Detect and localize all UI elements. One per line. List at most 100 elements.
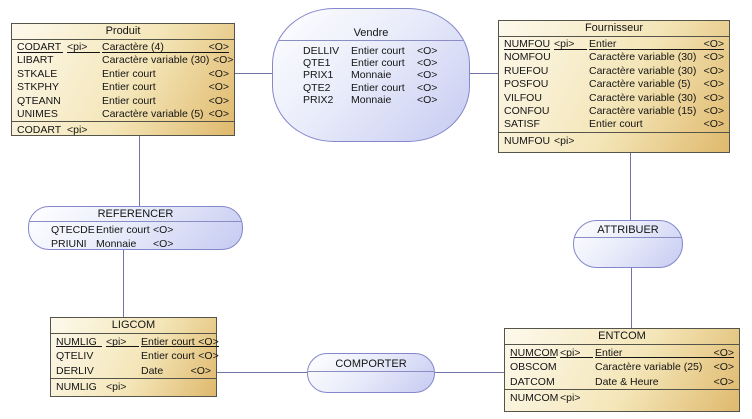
entity-entcom-identifier: NUMCOM <pi> xyxy=(505,389,739,411)
attribute-name: RUEFOU xyxy=(504,64,549,77)
attribute-type: Entier court xyxy=(351,57,405,70)
attribute-o: <O> xyxy=(703,104,724,117)
association-vendre-title: Vendre xyxy=(273,9,469,41)
attribute-o: <O> xyxy=(417,81,438,94)
attribute-o: <O> xyxy=(153,238,174,250)
attribute-o: <O> xyxy=(703,78,724,91)
attribute-type: Entier court xyxy=(141,336,195,348)
attribute-name: PRIX2 xyxy=(303,93,334,106)
association-attribuer-attributes xyxy=(574,238,682,240)
attribute-type: Caractère variable (5) xyxy=(102,107,204,120)
attribute-name: STKPHY xyxy=(17,81,60,94)
attribute-row: QTE1 Entier court <O> xyxy=(273,57,469,69)
attribute-o: <O> xyxy=(417,57,438,70)
attribute-o: <O> xyxy=(208,107,229,120)
attribute-name: DATCOM xyxy=(510,375,555,388)
identifier-name: NUMFOU xyxy=(504,134,551,147)
identifier-pi: <pi> xyxy=(67,124,88,137)
attribute-row: NUMLIG<pi>Entier court<O> xyxy=(51,335,219,349)
attribute-type: Caractère variable (25) xyxy=(595,361,703,374)
association-referencer-title: REFERENCER xyxy=(29,207,242,222)
attribute-type: Caractère variable (30) xyxy=(589,64,697,77)
attribute-row: OBSCOM Caractère variable (25) <O> xyxy=(505,360,739,374)
entity-ligcom-attributes: NUMLIG<pi>Entier court<O>QTELIV Entier co… xyxy=(51,334,219,378)
identifier-name: NUMLIG xyxy=(56,381,97,394)
attribute-pi: <pi> xyxy=(554,38,587,50)
attribute-name: QTELIV xyxy=(56,350,94,363)
attribute-name: DELLIV xyxy=(303,45,340,57)
identifier-pi: <pi> xyxy=(554,134,575,147)
association-comporter[interactable]: COMPORTER xyxy=(307,353,435,393)
entity-fournisseur-title: Fournisseur xyxy=(499,21,729,37)
attribute-o: <O> xyxy=(194,335,219,348)
attribute-o: <O> xyxy=(417,45,438,57)
attribute-type: Date xyxy=(141,364,164,377)
attribute-type: Entier xyxy=(595,346,710,359)
entity-entcom-title: ENTCOM xyxy=(505,329,739,345)
association-vendre[interactable]: Vendre DELLIV Entier court <O> QTE1 Entier c… xyxy=(272,8,470,142)
entity-produit[interactable]: Produit CODART<pi>Caractère (4)<O>LIBART… xyxy=(11,23,235,136)
identifier-name: CODART xyxy=(17,124,62,137)
attribute-type: Caractère variable (15) xyxy=(589,104,697,117)
attribute-pi: <pi> xyxy=(67,41,100,53)
attribute-o: <O> xyxy=(198,350,219,363)
entity-produit-identifier: CODART <pi> xyxy=(12,121,234,136)
attribute-o: <O> xyxy=(190,364,211,377)
attribute-o: <O> xyxy=(703,91,724,104)
attribute-o: <O> xyxy=(153,224,174,236)
entity-fournisseur[interactable]: Fournisseur NUMFOU<pi>Entier<O>NOMFOU Car… xyxy=(498,20,730,153)
association-attribuer[interactable]: ATTRIBUER xyxy=(573,220,683,268)
attribute-o: <O> xyxy=(417,69,438,82)
attribute-o: <O> xyxy=(710,346,734,359)
attribute-name: OBSCOM xyxy=(510,361,557,374)
attribute-name: NOMFOU xyxy=(504,51,551,64)
attribute-row: CONFOU Caractère variable (15) <O> xyxy=(499,105,729,118)
attribute-name: QTE2 xyxy=(303,81,331,94)
attribute-o: <O> xyxy=(208,94,229,107)
attribute-row: STKALE Entier court <O> xyxy=(12,68,234,81)
association-comporter-title: COMPORTER xyxy=(308,354,434,372)
attribute-row: NUMFOU<pi>Entier<O> xyxy=(499,38,729,51)
attribute-type: Entier court xyxy=(102,81,156,94)
attribute-o: <O> xyxy=(700,38,724,50)
attribute-o: <O> xyxy=(208,67,229,80)
attribute-type: Entier court xyxy=(351,45,405,57)
attribute-row: UNIMES Caractère variable (5) <O> xyxy=(12,108,234,121)
association-comporter-attributes xyxy=(308,372,434,374)
attribute-name: DERLIV xyxy=(56,364,94,377)
identifier-pi: <pi> xyxy=(106,381,127,394)
entity-ligcom-identifier: NUMLIG <pi> xyxy=(51,378,216,396)
attribute-type: Entier court xyxy=(96,224,150,236)
attribute-o: <O> xyxy=(713,361,734,374)
attribute-type: Entier court xyxy=(102,67,156,80)
attribute-type: Caractère variable (30) xyxy=(589,51,697,64)
attribute-pi: <pi> xyxy=(560,346,593,359)
attribute-name: UNIMES xyxy=(17,107,58,120)
attribute-o: <O> xyxy=(417,93,438,106)
attribute-name: CODART xyxy=(17,41,63,53)
attribute-name: QTE1 xyxy=(303,57,331,70)
attribute-name: STKALE xyxy=(17,67,58,80)
identifier-name: NUMCOM xyxy=(510,392,559,405)
attribute-type: Monnaie xyxy=(351,93,392,106)
identifier-pi: <pi> xyxy=(560,392,581,405)
attribute-name: LIBART xyxy=(17,54,54,67)
attribute-o: <O> xyxy=(713,375,734,388)
attribute-type: Monnaie xyxy=(96,238,137,250)
attribute-name: CONFOU xyxy=(504,104,550,117)
